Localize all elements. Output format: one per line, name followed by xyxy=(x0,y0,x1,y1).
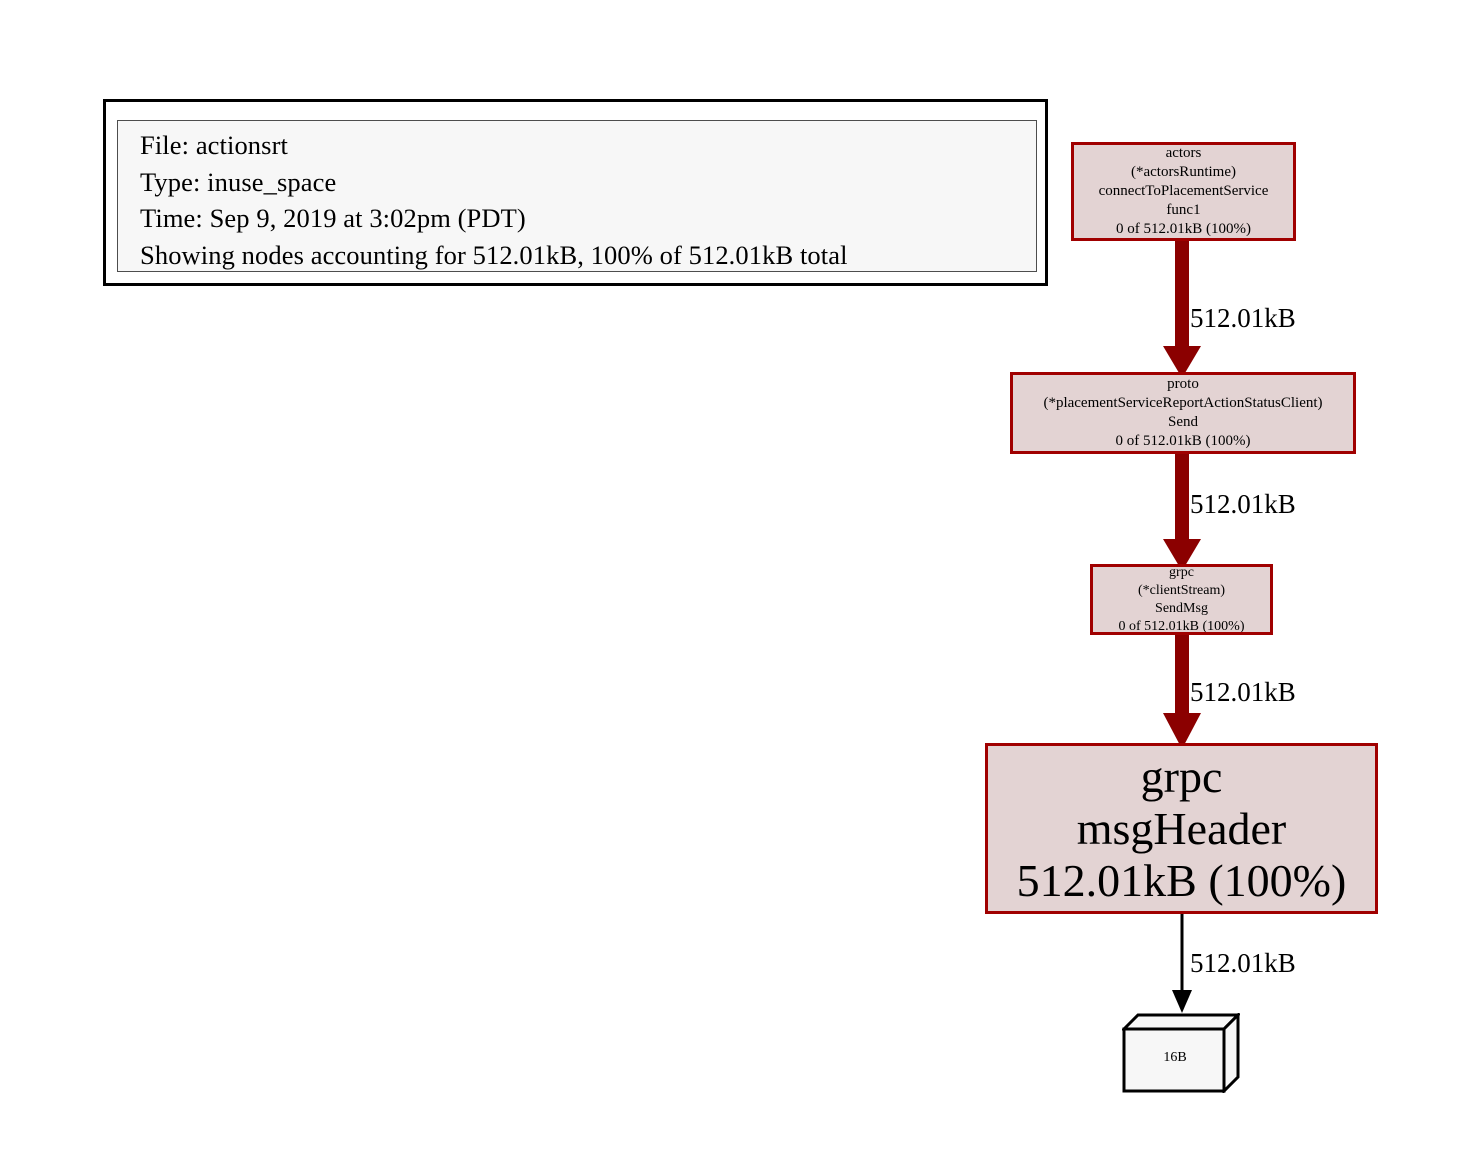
node-line: connectToPlacementService xyxy=(1098,183,1269,199)
box3d-shape xyxy=(1122,1013,1240,1093)
node-line: 0 of 512.01kB (100%) xyxy=(1115,433,1251,449)
graph-node-clientstream[interactable]: grpc (*clientStream) SendMsg 0 of 512.01… xyxy=(1090,564,1273,635)
graph-node-proto[interactable]: proto (*placementServiceReportActionStat… xyxy=(1010,372,1356,454)
node-line: proto xyxy=(1167,376,1199,392)
legend-line-type: Type: inuse_space xyxy=(140,166,337,197)
legend-box: File: actionsrt Type: inuse_space Time: … xyxy=(103,99,1048,286)
node-line: 0 of 512.01kB (100%) xyxy=(1118,618,1245,634)
edge-label-proto-to-clientstream: 512.01kB xyxy=(1190,489,1296,519)
edge-label-clientstream-to-msgheader: 512.01kB xyxy=(1190,677,1296,707)
node-line: grpc xyxy=(1140,750,1223,802)
node-line: SendMsg xyxy=(1155,600,1208,616)
node-line: 0 of 512.01kB (100%) xyxy=(1116,221,1251,237)
graph-node-msgheader[interactable]: grpc msgHeader 512.01kB (100%) xyxy=(985,743,1378,914)
legend-inner-box: File: actionsrt Type: inuse_space Time: … xyxy=(117,120,1037,272)
node-line: (*actorsRuntime) xyxy=(1131,164,1236,180)
node-line: (*placementServiceReportActionStatusClie… xyxy=(1043,395,1323,411)
graph-node-box3d[interactable]: 16B xyxy=(1122,1013,1240,1093)
legend-line-time: Time: Sep 9, 2019 at 3:02pm (PDT) xyxy=(140,203,526,233)
edge-label-actors-to-proto: 512.01kB xyxy=(1190,303,1296,333)
node-line: 512.01kB (100%) xyxy=(1016,854,1347,906)
node-line: Send xyxy=(1168,414,1198,430)
node-line: (*clientStream) xyxy=(1137,582,1226,598)
legend-line-file: File: actionsrt xyxy=(140,130,288,160)
graph-node-actors[interactable]: actors (*actorsRuntime) connectToPlaceme… xyxy=(1071,142,1296,241)
edge-label-msgheader-to-box3d: 512.01kB xyxy=(1190,948,1296,978)
node-line: actors xyxy=(1165,145,1202,161)
node-line: func1 xyxy=(1166,202,1201,218)
node-line: msgHeader xyxy=(1076,802,1287,854)
edge-msgheader-to-box3d xyxy=(1172,914,1192,1013)
node-line: grpc xyxy=(1169,564,1194,580)
legend-line-showing: Showing nodes accounting for 512.01kB, 1… xyxy=(140,239,848,270)
